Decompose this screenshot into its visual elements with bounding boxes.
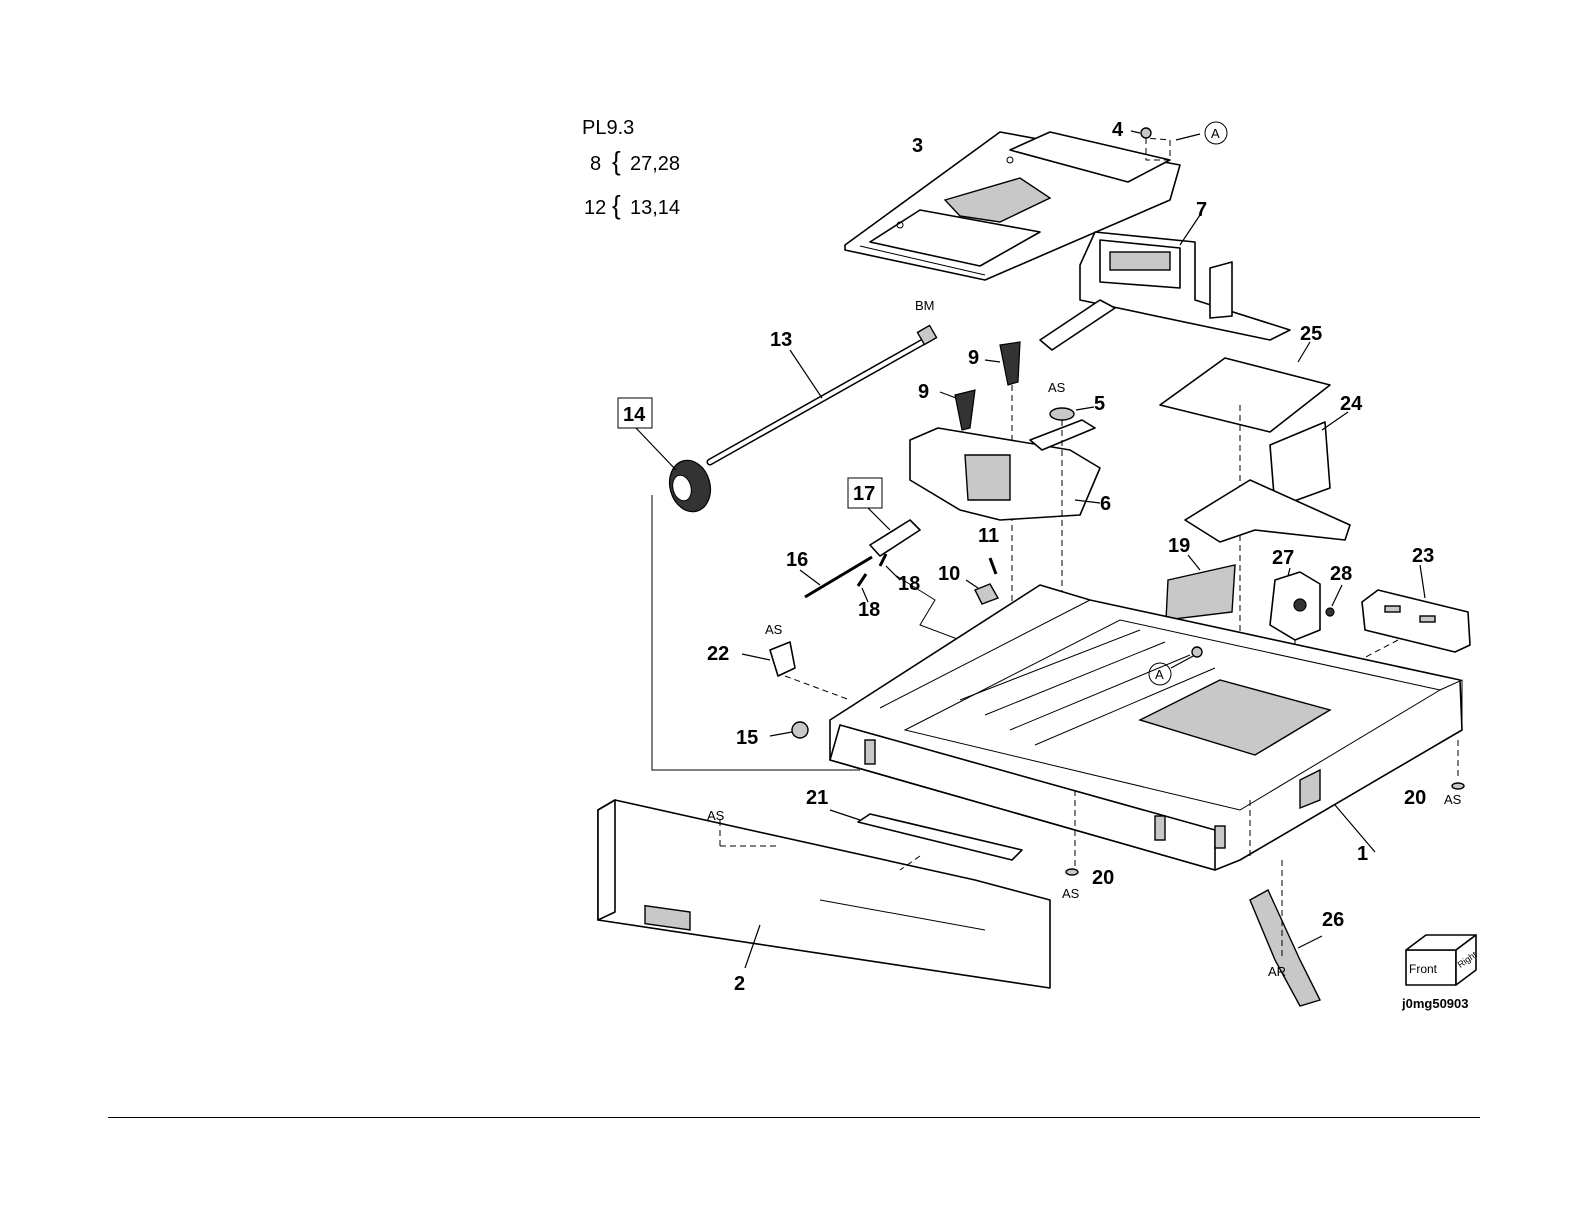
ref-a-top: A — [1211, 126, 1220, 141]
callout-7: 7 — [1196, 199, 1207, 221]
brace-1: { — [612, 146, 621, 176]
group-children-2: 13,14 — [630, 197, 680, 219]
callout-22: 22 — [707, 643, 729, 665]
figure-id: j0mg50903 — [1401, 996, 1469, 1011]
plate-header: PL9.3 8 { 27,28 12 { 13,14 — [582, 117, 680, 220]
group-children-1: 27,28 — [630, 153, 680, 175]
orientation-cube: Front Right — [1406, 935, 1479, 985]
callout-14: 14 — [623, 404, 646, 426]
marker-as-22: AS — [765, 622, 783, 637]
callout-28: 28 — [1330, 563, 1352, 585]
part-10-latch — [966, 580, 998, 604]
part-14-roller — [618, 398, 860, 770]
callout-25: 25 — [1300, 323, 1322, 345]
part-28-spring — [1326, 585, 1342, 616]
callout-18a: 18 — [898, 573, 920, 595]
ref-a-tray: A — [1155, 667, 1164, 682]
part-16-pin — [800, 557, 872, 597]
part-26-lever — [1250, 860, 1322, 1006]
page-divider — [108, 1117, 1480, 1118]
part-2-front-cover — [598, 800, 1050, 988]
brace-2: { — [612, 190, 621, 220]
callout-17: 17 — [853, 483, 875, 505]
part-15-bushing — [770, 722, 808, 738]
callout-10: 10 — [938, 563, 960, 585]
callout-13: 13 — [770, 329, 792, 351]
callout-11: 11 — [978, 525, 999, 547]
callout-20b: 20 — [1404, 787, 1426, 809]
marker-as-20a: AS — [1062, 886, 1080, 901]
callout-27: 27 — [1272, 547, 1294, 569]
part-6-holder — [910, 420, 1100, 520]
part-13-shaft — [710, 325, 937, 462]
callout-5: 5 — [1094, 393, 1105, 415]
callout-15: 15 — [736, 727, 758, 749]
callout-26: 26 — [1322, 909, 1344, 931]
plate-title: PL9.3 — [582, 117, 634, 139]
group-parent-1: 8 — [590, 153, 601, 175]
cube-front-label: Front — [1409, 962, 1438, 976]
callout-1: 1 — [1357, 843, 1368, 865]
callout-21: 21 — [806, 787, 828, 809]
marker-bm: BM — [915, 298, 935, 313]
part-23-bracket — [1360, 565, 1470, 660]
callout-9b: 9 — [918, 381, 929, 403]
callout-23: 23 — [1412, 545, 1434, 567]
callout-16: 16 — [786, 549, 808, 571]
marker-ar: AR — [1268, 964, 1286, 979]
part-19-label — [1166, 555, 1235, 620]
callout-9a: 9 — [968, 347, 979, 369]
part-22-stopper — [742, 642, 850, 700]
callout-19: 19 — [1168, 535, 1190, 557]
callout-2: 2 — [734, 973, 745, 995]
callout-3: 3 — [912, 135, 923, 157]
callout-18b: 18 — [858, 599, 880, 621]
callout-24: 24 — [1340, 393, 1363, 415]
marker-as-2: AS — [707, 808, 725, 823]
marker-as-20b: AS — [1444, 792, 1462, 807]
callout-6: 6 — [1100, 493, 1111, 515]
callout-4: 4 — [1112, 119, 1124, 141]
group-parent-2: 12 — [584, 197, 606, 219]
callout-20a: 20 — [1092, 867, 1114, 889]
marker-as-5: AS — [1048, 380, 1066, 395]
part-11-spring — [990, 558, 996, 574]
